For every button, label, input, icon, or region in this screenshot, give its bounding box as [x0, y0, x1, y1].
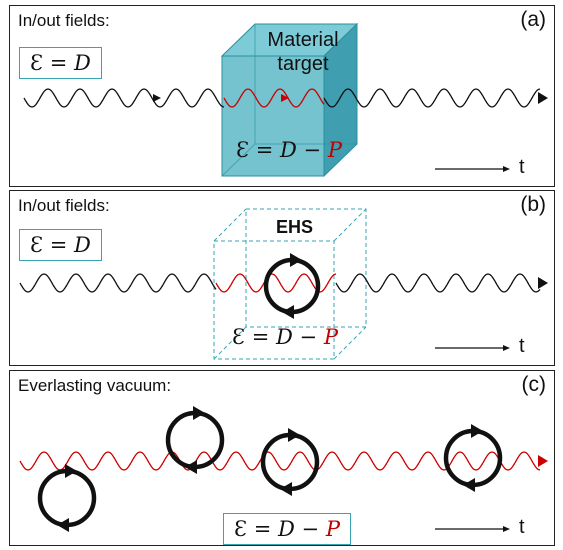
vacuum-wave	[19, 451, 541, 471]
inner-equation: Ɛ = D − P	[232, 325, 338, 349]
wave-arrowhead-1	[153, 94, 161, 102]
cube-label-line2: target	[277, 53, 329, 75]
ehs-dashed-cube	[213, 208, 367, 360]
ehs-label: EHS	[276, 217, 314, 237]
equation-lhs: Ɛ =	[234, 517, 279, 541]
equation-minus: −	[296, 138, 328, 162]
equation-lhs: Ɛ =	[232, 325, 277, 349]
time-label: t	[519, 516, 525, 538]
equation-p: P	[327, 138, 342, 162]
vacuum-loop-1	[37, 464, 97, 532]
incoming-outgoing-wave	[23, 88, 541, 108]
outer-equation: Ɛ = D	[19, 47, 102, 79]
time-label: t	[519, 156, 525, 178]
equation-lhs: Ɛ =	[30, 51, 75, 75]
panel-c-drawing	[19, 406, 548, 532]
equation-d: D	[278, 517, 295, 541]
incoming-outgoing-wave	[19, 273, 541, 293]
panel-b: In/out fields: (b) Ɛ = D EHS Ɛ = D − P t	[9, 190, 555, 366]
panel-title: In/out fields:	[18, 196, 110, 215]
inner-equation: Ɛ = D − P	[236, 138, 342, 162]
panel-a-drawing	[23, 22, 548, 178]
equation-lhs: Ɛ =	[30, 233, 75, 257]
equation-d: D	[280, 138, 297, 162]
time-arrowhead	[503, 166, 510, 172]
panel-c: Everlasting vacuum: (c) Ɛ = D − P t	[9, 370, 555, 546]
vacuum-loop-ehs	[263, 253, 321, 319]
equation-p: P	[325, 517, 340, 541]
equation-minus: −	[294, 517, 326, 541]
panel-a: In/out fields: (a) Ɛ = D Material target…	[9, 5, 555, 187]
wave-arrowhead-end	[538, 92, 548, 104]
time-label: t	[519, 335, 525, 357]
material-target-label: Material target	[253, 28, 353, 76]
vacuum-loop-3	[260, 428, 320, 496]
panel-title: Everlasting vacuum:	[18, 376, 172, 395]
panel-tag: (a)	[520, 8, 546, 31]
material-target-cube	[220, 22, 359, 178]
wave-arrowhead-end	[538, 277, 548, 289]
equation-minus: −	[292, 325, 324, 349]
panel-tag: (c)	[521, 373, 547, 396]
in-material-wave	[223, 88, 325, 108]
equation-lhs: Ɛ =	[236, 138, 281, 162]
boxed-equation: Ɛ = D − P	[223, 513, 351, 545]
panel-b-drawing	[19, 208, 548, 360]
panel-tag: (b)	[520, 193, 546, 216]
equation-d: D	[276, 325, 293, 349]
vacuum-loop-4	[443, 424, 503, 492]
equation-d: D	[74, 51, 91, 75]
time-arrowhead	[503, 526, 510, 532]
wave-arrowhead-2	[281, 94, 289, 102]
vacuum-loop-2	[165, 406, 225, 474]
equation-p: P	[323, 325, 338, 349]
equation-d: D	[74, 233, 91, 257]
panel-title: In/out fields:	[18, 11, 110, 30]
time-arrowhead	[503, 345, 510, 351]
outer-equation: Ɛ = D	[19, 229, 102, 261]
wave-arrowhead-end	[538, 455, 548, 467]
cube-label-line1: Material	[267, 29, 339, 51]
